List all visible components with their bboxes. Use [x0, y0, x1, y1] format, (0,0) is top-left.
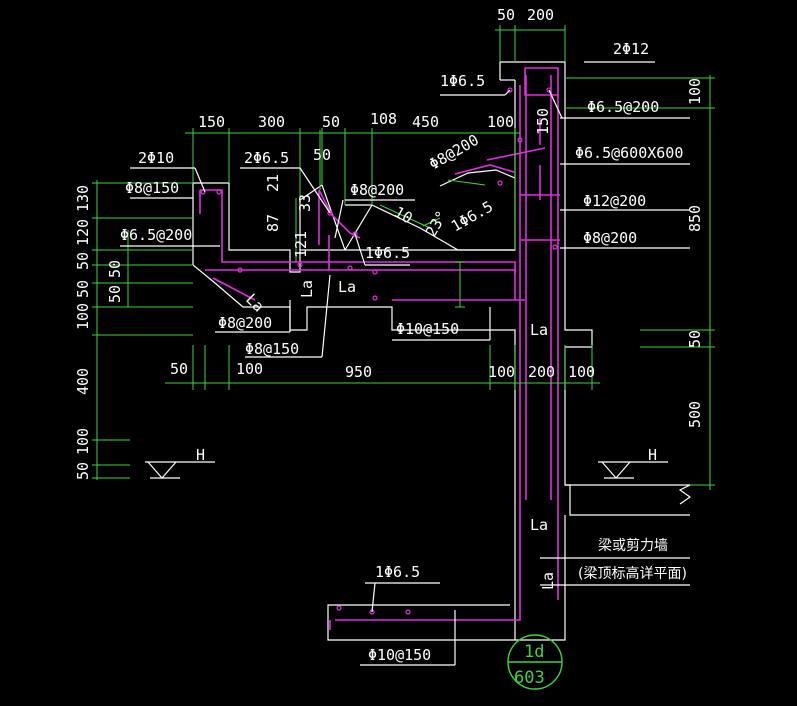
dim-left-50: 50: [74, 252, 92, 270]
label-left-mesh: Φ6.5@200: [120, 226, 192, 244]
dim-left-120: 120: [74, 219, 92, 246]
dim-lower-100b: 100: [488, 363, 515, 381]
dim-lower-200: 200: [528, 363, 555, 381]
rebar-labels: 2Φ12 1Φ6.5 Φ6.5@200 Φ6.5@600X600 Φ12@200…: [120, 40, 687, 688]
dim-upper-50b: 50: [313, 146, 331, 164]
dim-upper-450: 450: [412, 113, 439, 131]
dim-upper-50: 50: [322, 113, 340, 131]
dim-right-100: 100: [686, 78, 704, 105]
label-center-small: 1Φ6.5: [365, 244, 410, 262]
label-wall-vertical: Φ12@200: [583, 192, 646, 210]
dimension-lines: [92, 25, 715, 490]
label-left-stirrup: Φ8@150: [125, 179, 179, 197]
level-label-right: H: [648, 446, 657, 464]
dim-small-33: 33: [296, 194, 314, 212]
detail-sheet: 603: [514, 668, 545, 688]
label-slope-bar: Φ8@200: [426, 131, 482, 174]
dim-small-121: 121: [292, 231, 310, 258]
dim-lower-100c: 100: [568, 363, 595, 381]
dim-small-21: 21: [264, 174, 282, 192]
label-anchor-slope: La: [242, 290, 268, 316]
label-anchor-1: La: [338, 278, 356, 296]
level-symbol-right: [598, 461, 668, 479]
dim-right-50: 50: [686, 330, 704, 348]
label-slope-small: 1Φ6.5: [448, 197, 496, 235]
note-line-1: 梁或剪力墙: [598, 538, 668, 554]
dim-left-50c: 50: [74, 280, 92, 298]
label-top-left-bar: 1Φ6.5: [440, 72, 485, 90]
label-anchor-3: La: [530, 516, 548, 534]
dim-top-200: 200: [527, 6, 554, 24]
label-small-bar: 2Φ6.5: [244, 149, 289, 167]
dim-left-50d: 50: [106, 285, 124, 303]
dim-left-100: 100: [74, 303, 92, 330]
dim-upper-150: 150: [198, 113, 225, 131]
label-anchor-2: La: [530, 321, 548, 339]
dim-upper-100: 100: [487, 113, 514, 131]
concrete-outline: [192, 61, 692, 641]
dim-upper-300: 300: [258, 113, 285, 131]
dim-small-angle: 23°: [422, 208, 451, 240]
dim-right-850: 850: [686, 205, 704, 232]
level-label-left: H: [196, 446, 205, 464]
label-stirrup-top: Φ6.5@200: [587, 98, 659, 116]
label-anchor-4: La: [539, 572, 557, 590]
dim-upper-150b: 150: [534, 108, 552, 135]
dim-lower-100: 100: [236, 360, 263, 378]
dim-left-400: 400: [74, 368, 92, 395]
dim-top-50: 50: [497, 6, 515, 24]
label-bottom-slab-bar: Φ10@150: [368, 646, 431, 664]
detail-number: 1d: [524, 642, 544, 662]
label-bottom-small: 1Φ6.5: [375, 563, 420, 581]
label-bottom-left-b: Φ8@150: [245, 340, 299, 358]
label-upper-left-bar: 2Φ10: [138, 149, 174, 167]
label-wall-horizontal: Φ8@200: [583, 229, 637, 247]
dim-left-50b: 50: [106, 260, 124, 278]
dim-right-500: 500: [686, 401, 704, 428]
dim-upper-108: 108: [370, 110, 397, 128]
dim-left-100b: 100: [74, 428, 92, 455]
leader-lines: [120, 61, 690, 666]
note-line-2: (梁顶标高详平面): [578, 565, 687, 582]
dim-left-130: 130: [74, 185, 92, 212]
label-stirrup-grid: Φ6.5@600X600: [575, 144, 683, 162]
dim-small-87: 87: [264, 214, 282, 232]
label-anchor-5: La: [298, 280, 316, 298]
dim-lower-950: 950: [345, 363, 372, 381]
label-mid-bar: Φ8@200: [350, 181, 404, 199]
dim-left-50e: 50: [74, 462, 92, 480]
label-slab-bar: Φ10@150: [396, 320, 459, 338]
dim-lower-50: 50: [170, 360, 188, 378]
detail-bubble: [507, 634, 563, 690]
label-top-right-bar: 2Φ12: [613, 40, 649, 58]
label-bottom-left-a: Φ8@200: [218, 314, 272, 332]
level-symbol-left: [145, 461, 215, 479]
